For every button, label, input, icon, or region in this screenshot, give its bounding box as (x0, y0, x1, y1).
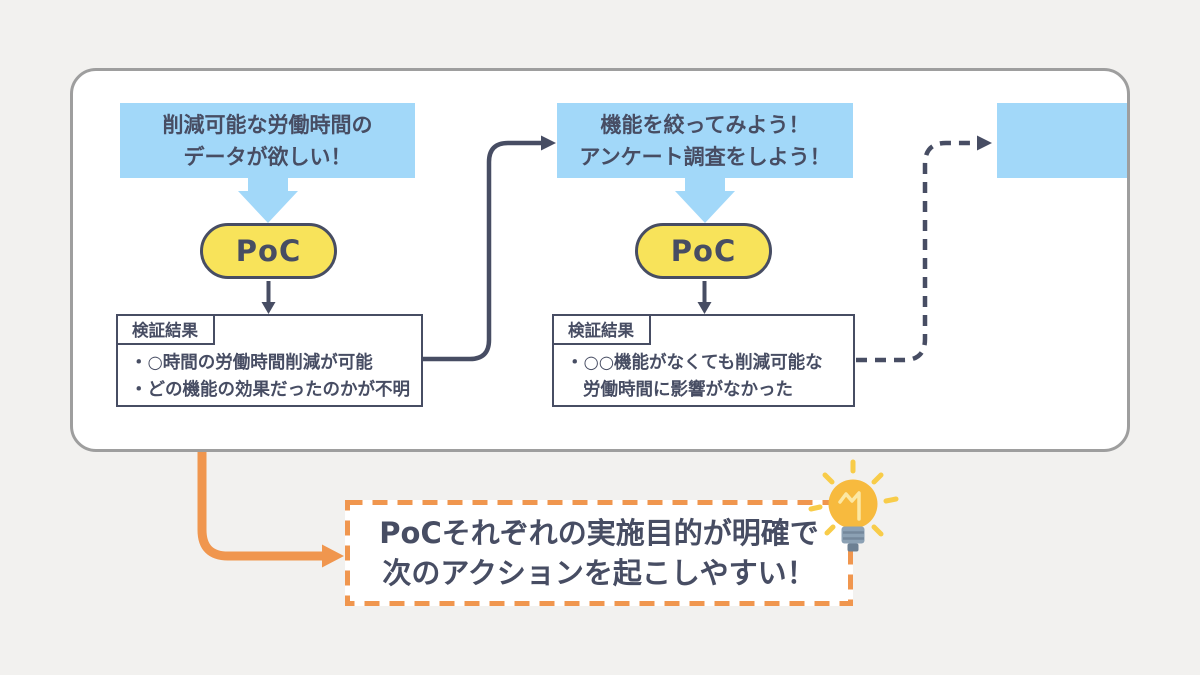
takeaway-line-1: PoCそれぞれの実施目的が明確で (379, 516, 819, 550)
next-idea-box-stub (997, 103, 1127, 178)
result-1-title-tab: 検証結果 (115, 313, 215, 345)
result-1-items: ・○時間の労働時間削減が可能 ・どの機能の効果だったのかが不明 (130, 350, 415, 404)
result-2-item-2: 労働時間に影響がなかった (583, 380, 793, 400)
takeaway-line-2: 次のアクションを起こしやすい！ (382, 556, 816, 590)
takeaway-callout-box: PoCそれぞれの実施目的が明確で 次のアクションを起こしやすい！ (345, 500, 853, 606)
idea-box-2: 機能を絞ってみよう！ アンケート調査をしよう！ (557, 103, 853, 178)
result-2-item-1: ・○○機能がなくても削減可能な (566, 353, 823, 373)
poc-2-label: PoC (670, 234, 737, 268)
result-2-items: ・○○機能がなくても削減可能な 労働時間に影響がなかった (566, 350, 847, 404)
idea-1-line-1: 削減可能な労働時間の (162, 112, 373, 137)
result-1-title: 検証結果 (132, 321, 198, 340)
idea-2-line-1: 機能を絞ってみよう！ (600, 112, 810, 137)
idea-1-line-2: データが欲しい！ (183, 144, 352, 169)
idea-2-line-2: アンケート調査をしよう！ (579, 144, 831, 169)
poc-pill-1: PoC (200, 223, 337, 279)
result-1-item-2: ・どの機能の効果だったのかが不明 (130, 380, 410, 400)
idea-box-1: 削減可能な労働時間の データが欲しい！ (120, 103, 415, 178)
result-box-2: 検証結果 ・○○機能がなくても削減可能な 労働時間に影響がなかった (551, 313, 855, 407)
poc-pill-2: PoC (635, 223, 772, 279)
takeaway-arrow (197, 452, 344, 568)
result-2-title: 検証結果 (568, 321, 634, 340)
result-1-item-1: ・○時間の労働時間削減が可能 (130, 353, 373, 373)
result-box-1: 検証結果 ・○時間の労働時間削減が可能 ・どの機能の効果だったのかが不明 (115, 313, 423, 407)
result-2-title-tab: 検証結果 (551, 313, 651, 345)
poc-1-label: PoC (235, 234, 302, 268)
